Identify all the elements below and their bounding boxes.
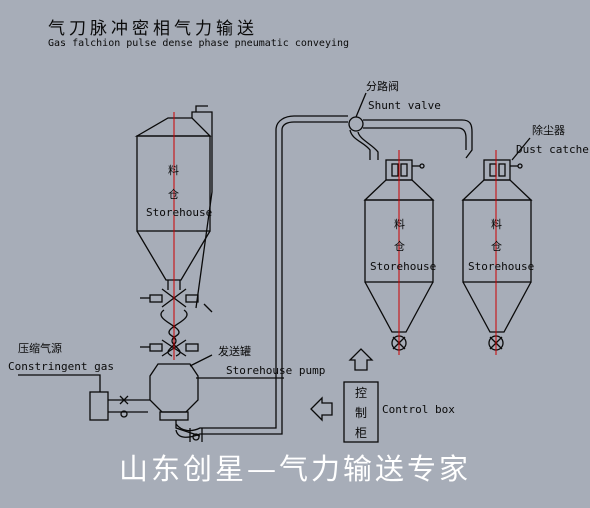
silo-vent-pipe (191, 105, 213, 313)
dust-catcher-label-cn: 除尘器 (532, 124, 565, 137)
center-lines (173, 112, 497, 360)
gas-label-en: Constringent gas (8, 360, 114, 373)
pump-label-cn: 发送罐 (218, 345, 251, 358)
flow-arrows (310, 348, 374, 422)
gas-supply-piping (18, 374, 201, 437)
control-box-label-en: Control box (382, 403, 455, 416)
silo-a-label-en: Storehouse (370, 260, 437, 273)
title-en: Gas falchion pulse dense phase pneumatic… (48, 38, 350, 49)
control-box-char-2: 制 (355, 406, 368, 420)
silo-b-label-en: Storehouse (468, 260, 535, 273)
main-silo-label-cn-bottom: 仓 (168, 188, 179, 201)
storehouse-pump-vessel (149, 363, 214, 421)
silo-b-shape (461, 159, 533, 351)
silo-a-label-cn-top: 料 (394, 218, 405, 231)
silo-b-label-cn-top: 料 (491, 218, 502, 231)
main-silo-label-en: Storehouse (146, 206, 213, 219)
silo-b-label-cn-bottom: 仓 (491, 240, 502, 253)
conveying-pipeline (175, 115, 348, 442)
shunt-valve-label-cn: 分路阀 (366, 80, 399, 93)
pump-label-en: Storehouse pump (226, 364, 326, 377)
control-box-shape (343, 381, 379, 443)
silo-a-label-cn-bottom: 仓 (394, 240, 405, 253)
company-banner: 山东创星—气力输送专家 (118, 452, 471, 486)
shunt-valve-label-en: Shunt valve (368, 99, 441, 112)
control-box-char-1: 控 (355, 386, 368, 400)
dust-catcher-label-en: Dust catcher (516, 143, 590, 156)
discharge-valves (140, 288, 199, 357)
gas-label-cn: 压缩气源 (18, 342, 62, 355)
control-box-char-3: 柜 (355, 426, 368, 440)
leader-lines (189, 92, 531, 379)
shunt-valve-shape (348, 116, 473, 160)
main-silo-label-cn-top: 料 (168, 164, 179, 177)
title-cn: 气刀脉冲密相气力输送 (48, 19, 258, 39)
